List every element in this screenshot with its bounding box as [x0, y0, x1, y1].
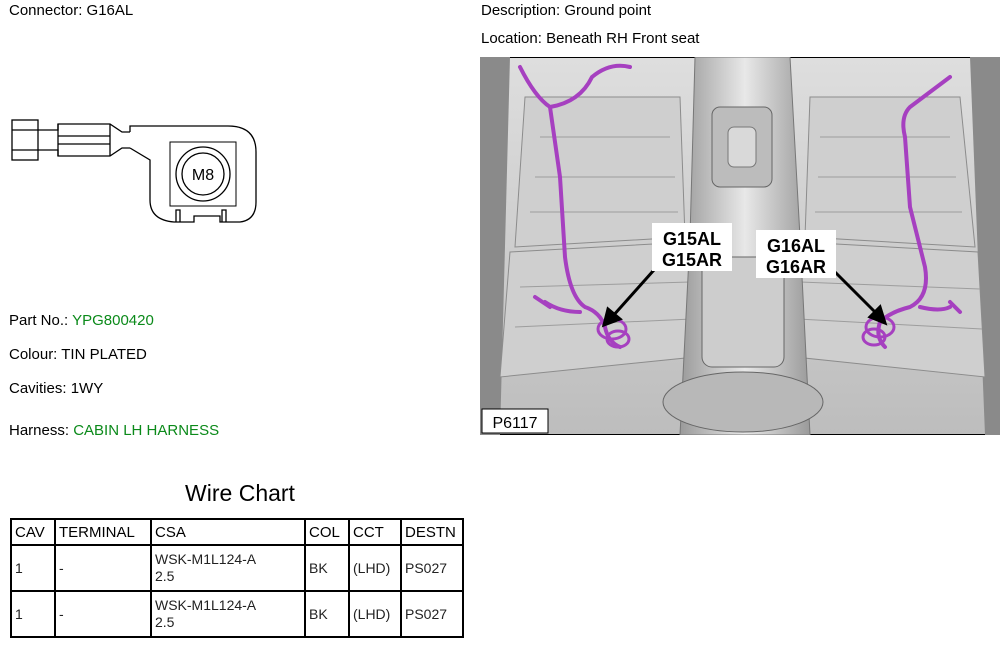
part-no-line: Part No.: YPG800420 [9, 312, 154, 329]
cell-cct: (LHD) [348, 590, 402, 638]
cell-terminal: - [54, 544, 152, 592]
terminal-barrel-top [38, 123, 130, 133]
callout-right-line1: G16AL [767, 236, 825, 256]
right-floor-panel [804, 96, 976, 248]
callout-left-line1: G15AL [663, 229, 721, 249]
right-wall [970, 57, 1000, 435]
callout-right-line2: G16AR [766, 257, 826, 277]
cell-cct: (LHD) [348, 544, 402, 592]
table-header-row: CAV TERMINAL CSA COL CCT DESTN [10, 518, 464, 546]
header-destn: DESTN [400, 518, 464, 546]
cell-col: BK [304, 590, 350, 638]
colour-label: Colour: [9, 346, 58, 363]
table-row: 1 - WSK-M1L124-A 2.5 BK (LHD) PS027 [10, 590, 464, 638]
header-cav: CAV [10, 518, 56, 546]
cell-destn: PS027 [400, 590, 464, 638]
connector-label: Connector: [9, 2, 83, 19]
description-value: Ground point [564, 2, 652, 19]
terminal-barrel-bottom [38, 147, 130, 157]
armrest-console [701, 256, 785, 368]
header-cct: CCT [348, 518, 402, 546]
photo-ref-code: P6117 [492, 415, 537, 432]
table-row: 1 - WSK-M1L124-A 2.5 BK (LHD) PS027 [10, 544, 464, 592]
cell-cav: 1 [10, 590, 56, 638]
cavities-label: Cavities: [9, 380, 67, 397]
part-no-value: YPG800420 [72, 312, 154, 329]
description-line: Description: Ground point [481, 2, 651, 19]
cell-csa-spec: WSK-M1L124-A [155, 597, 257, 613]
colour-value: TIN PLATED [61, 346, 147, 363]
location-label: Location: [481, 30, 542, 47]
harness-line: Harness: CABIN LH HARNESS [9, 422, 219, 439]
cell-csa: WSK-M1L124-A 2.5 [150, 590, 306, 638]
cell-cav: 1 [10, 544, 56, 592]
stud-size-label: M8 [192, 167, 214, 184]
callout-left-line2: G15AR [662, 250, 722, 270]
cell-col: BK [304, 544, 350, 592]
harness-label: Harness: [9, 422, 70, 439]
header-csa: CSA [150, 518, 306, 546]
description-label: Description: [481, 2, 561, 19]
cell-terminal: - [54, 590, 152, 638]
photo-ref-box [481, 408, 549, 434]
part-no-label: Part No.: [9, 312, 69, 329]
connector-value: G16AL [86, 2, 134, 19]
arrow-right [828, 265, 880, 317]
harness-value: CABIN LH HARNESS [73, 422, 220, 439]
harness-left-top [518, 63, 632, 110]
ring-terminal-outline [129, 125, 257, 223]
header-col: COL [304, 518, 350, 546]
cell-csa-spec: WSK-M1L124-A [155, 551, 257, 567]
cell-csa: WSK-M1L124-A 2.5 [150, 544, 306, 592]
cavities-value: 1WY [70, 380, 104, 397]
header-terminal: TERMINAL [54, 518, 152, 546]
cell-csa-size: 2.5 [155, 614, 175, 630]
cell-destn: PS027 [400, 544, 464, 592]
colour-line: Colour: TIN PLATED [9, 346, 147, 363]
callout-left-box [652, 223, 732, 271]
wire-chart-table: CAV TERMINAL CSA COL CCT DESTN 1 - WSK-M… [10, 518, 464, 638]
harness-right-run [876, 75, 952, 349]
connector-title: Connector: G16AL [9, 2, 133, 19]
connector-drawing: M8 [11, 119, 257, 223]
location-line: Location: Beneath RH Front seat [481, 30, 699, 47]
cavities-line: Cavities: 1WY [9, 380, 103, 397]
ring-outer [175, 146, 231, 202]
location-photo: G15AL G15AR G16AL G16AR P6117 [480, 57, 1000, 435]
cell-csa-size: 2.5 [155, 568, 175, 584]
location-value: Beneath RH Front seat [546, 30, 700, 47]
plug-end-block [11, 119, 39, 161]
wire-chart-title: Wire Chart [185, 480, 295, 506]
callout-right-box [756, 230, 836, 278]
ring-inner [181, 152, 225, 196]
